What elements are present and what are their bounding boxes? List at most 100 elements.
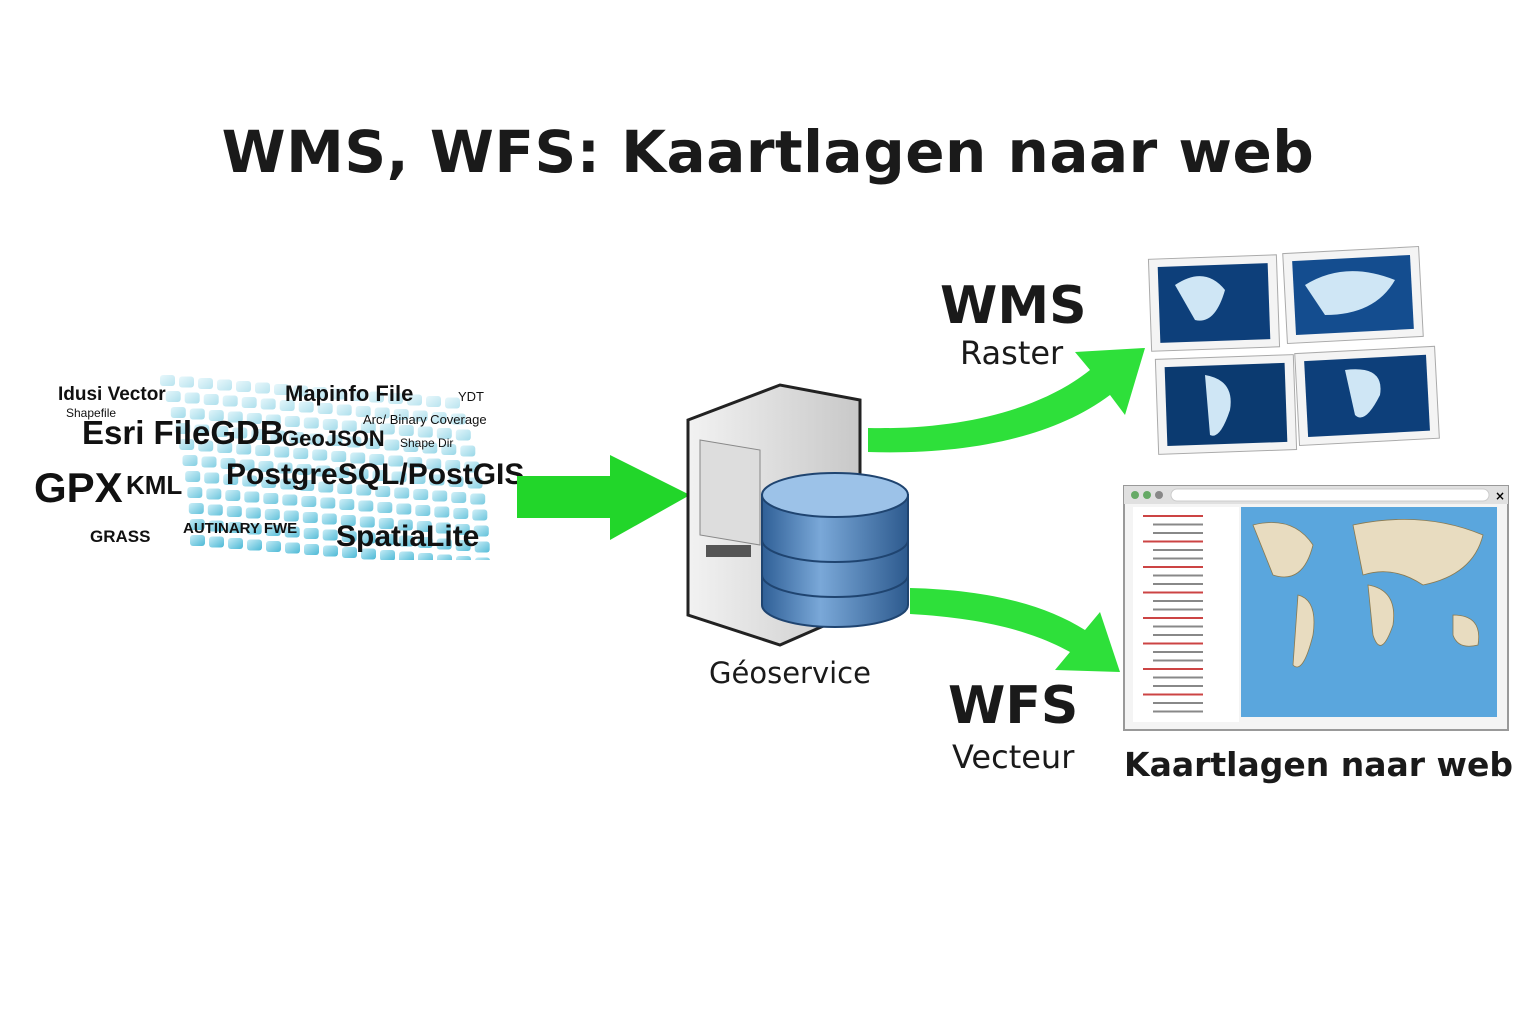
- grid-cell: [426, 458, 442, 470]
- map-tile: [1147, 254, 1281, 352]
- sidebar-line: [1143, 617, 1203, 619]
- grid-cell: [341, 420, 357, 432]
- sidebar-line: [1143, 540, 1203, 543]
- sidebar-line: [1153, 702, 1203, 704]
- grid-cell: [265, 525, 281, 536]
- grid-cell: [189, 519, 205, 530]
- grid-cell: [434, 506, 450, 518]
- grid-cell: [464, 461, 480, 473]
- grid-cell: [187, 487, 203, 498]
- grid-cell: [284, 416, 300, 427]
- sidebar-line: [1143, 515, 1203, 517]
- grid-cell: [244, 491, 260, 503]
- grid-cell: [246, 523, 262, 535]
- grid-cell: [277, 462, 293, 474]
- format-label: Mapinfo File: [285, 381, 414, 406]
- grid-cell: [431, 412, 447, 423]
- grid-cell: [353, 468, 369, 480]
- grid-cell: [179, 376, 194, 388]
- grid-cell: [391, 471, 407, 483]
- sidebar-line: [1153, 523, 1203, 526]
- grid-cell: [308, 433, 324, 445]
- sidebar-line: [1143, 642, 1203, 645]
- grid-cell: [209, 536, 224, 548]
- grid-cell: [303, 528, 319, 539]
- grid-cell: [198, 378, 213, 389]
- sidebar-line: [1153, 634, 1203, 636]
- format-label: Arc/ Binary Coverage: [363, 412, 487, 427]
- grid-cell: [279, 400, 295, 411]
- format-label: GeoJSON: [282, 426, 385, 451]
- grid-cell: [303, 417, 319, 429]
- raster-map-tiles: [1147, 245, 1440, 455]
- grid-cell: [365, 438, 381, 449]
- grid-cell: [223, 474, 239, 485]
- grid-cell: [448, 476, 464, 487]
- grid-cell: [331, 388, 346, 400]
- grid-cell: [437, 554, 452, 560]
- grid-cell: [337, 483, 353, 494]
- grid-cell: [355, 406, 371, 417]
- grid-cell: [441, 444, 457, 455]
- grid-cell: [407, 457, 423, 468]
- sidebar-line: [1153, 608, 1203, 611]
- sidebar-line: [1143, 668, 1203, 670]
- grid-cell: [258, 461, 274, 472]
- grid-cell: [296, 464, 312, 475]
- grid-cell: [418, 553, 433, 560]
- grid-cell: [429, 474, 445, 486]
- grid-cell: [208, 520, 224, 532]
- grid-cell: [426, 396, 441, 407]
- sidebar-line: [1153, 651, 1203, 653]
- grid-cell: [188, 503, 204, 514]
- grid-cell: [236, 443, 252, 455]
- wfs-title: WFS: [948, 676, 1079, 736]
- grid-cell: [317, 403, 333, 414]
- sidebar-line: [1153, 532, 1203, 534]
- grid-cell: [239, 459, 255, 471]
- grid-cell: [194, 424, 210, 436]
- grid-cell: [284, 526, 300, 538]
- format-label: GRASS: [90, 527, 151, 546]
- grid-cell: [204, 472, 220, 484]
- grid-cell: [312, 387, 327, 398]
- grid-cell: [374, 407, 390, 419]
- grid-cell: [293, 385, 308, 397]
- grid-cell: [264, 509, 280, 520]
- grid-cell: [179, 439, 195, 450]
- grid-cell: [460, 445, 476, 457]
- grid-cell: [185, 471, 201, 482]
- wms-subtitle: Raster: [960, 334, 1064, 372]
- format-label: YDT: [458, 389, 484, 404]
- sidebar-line: [1153, 710, 1203, 713]
- grid-cell: [217, 379, 232, 391]
- grid-cell: [474, 541, 490, 553]
- grid-cell: [165, 391, 181, 402]
- sidebar-line: [1143, 566, 1203, 568]
- server-label: Géoservice: [709, 656, 871, 690]
- sidebar-line: [1153, 600, 1203, 602]
- close-icon: ×: [1495, 489, 1505, 503]
- grid-cell: [246, 413, 262, 424]
- grid-cell: [222, 395, 238, 407]
- grid-cell: [336, 404, 352, 416]
- grid-cell: [454, 524, 470, 535]
- grid-cell: [170, 407, 186, 418]
- grid-cell: [372, 470, 388, 481]
- wms-title: WMS: [940, 276, 1087, 336]
- grid-cell: [422, 442, 438, 454]
- grid-cell: [403, 441, 419, 452]
- grid-cell: [394, 487, 410, 499]
- grid-cell: [417, 537, 433, 548]
- grid-cell: [280, 478, 296, 490]
- grid-cell: [228, 538, 243, 549]
- grid-cell: [388, 455, 404, 467]
- grid-cell: [283, 510, 299, 522]
- grid-cell: [475, 557, 490, 560]
- grid-cell: [455, 429, 471, 441]
- grid-cell: [263, 493, 279, 504]
- grid-cell: [198, 440, 214, 452]
- grid-cell: [436, 428, 452, 439]
- grid-cell: [175, 423, 191, 434]
- map-tile: [1154, 354, 1298, 455]
